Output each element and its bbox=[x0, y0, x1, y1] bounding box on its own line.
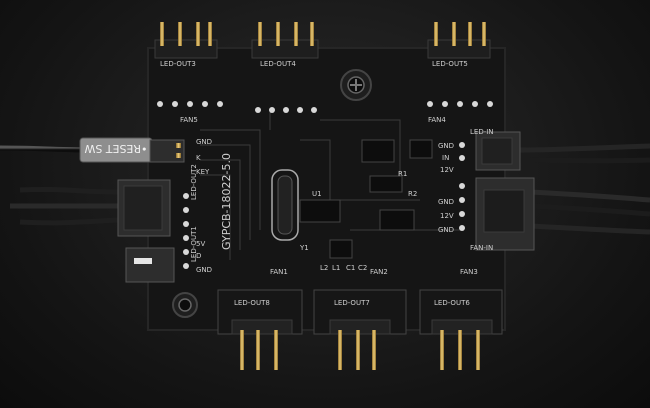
top-label-1: LED-OUT3 bbox=[160, 60, 196, 68]
left-label-7: D bbox=[196, 252, 201, 260]
bottom-led-label-3: LED-OUT6 bbox=[434, 299, 470, 307]
left-label-2: K bbox=[196, 154, 201, 162]
component-label-4: Y1 bbox=[299, 244, 309, 252]
board-model-label: GYPCB-18022-5.0 bbox=[220, 153, 233, 250]
left-solder-pads bbox=[183, 193, 189, 269]
bottom-fan-label-3: FAN3 bbox=[460, 268, 478, 276]
top-fan-label-1: FAN5 bbox=[180, 116, 198, 124]
bottom-fan-label-1: FAN1 bbox=[270, 268, 288, 276]
top-label-3: LED-OUT5 bbox=[432, 60, 468, 68]
left-connector-upper bbox=[117, 179, 171, 237]
silkscreen-labels: GYPCB-18022-5.0 LED-OUT3 LED-OUT4 LED-OU… bbox=[160, 60, 494, 307]
left-label-5: LED-OUT1 bbox=[190, 226, 198, 262]
pcb-board bbox=[147, 47, 506, 331]
component-label-7: L1 bbox=[332, 264, 340, 272]
right-label-6: FAN-IN bbox=[470, 244, 493, 252]
component-label-1: R1 bbox=[398, 170, 407, 178]
central-components bbox=[271, 139, 433, 259]
component-label-6: C2 bbox=[358, 264, 367, 272]
right-label-5: GND bbox=[438, 198, 454, 206]
mounting-holes bbox=[172, 69, 372, 318]
bottom-led-label-1: LED-OUT8 bbox=[234, 299, 270, 307]
top-label-2: LED-OUT4 bbox=[260, 60, 296, 68]
top-fan-label-2: FAN4 bbox=[428, 116, 446, 124]
component-label-8: L2 bbox=[320, 264, 328, 272]
component-label-5: C1 bbox=[346, 264, 355, 272]
right-label-2: GND bbox=[438, 142, 454, 150]
left-label-3: KEY bbox=[196, 168, 210, 176]
right-connector-led-in bbox=[475, 131, 521, 171]
right-label-4: 12V bbox=[440, 166, 454, 174]
top-solder-pads bbox=[157, 101, 493, 113]
component-label-3: U1 bbox=[312, 190, 322, 198]
bottom-fan-label-2: FAN2 bbox=[370, 268, 388, 276]
bottom-led-label-2: LED-OUT7 bbox=[334, 299, 370, 307]
right-label-1: LED-IN bbox=[470, 128, 494, 136]
left-label-4: LED-OUT2 bbox=[190, 164, 198, 200]
reset-switch-cable: •RESET SW bbox=[79, 137, 185, 163]
right-connector-fan-in bbox=[475, 177, 535, 251]
reset-sw-label: •RESET SW bbox=[84, 142, 147, 155]
right-label-8: GND bbox=[438, 226, 454, 234]
right-label-7: 12V bbox=[440, 212, 454, 220]
right-solder-pads bbox=[459, 142, 465, 231]
pin-header-led-out3 bbox=[154, 22, 218, 59]
bottom-connectors bbox=[217, 289, 503, 370]
left-label-8: GND bbox=[196, 266, 212, 274]
right-cables bbox=[517, 143, 650, 235]
pin-header-led-out5 bbox=[427, 22, 491, 59]
left-connector-lower bbox=[125, 247, 175, 283]
pin-header-led-out4 bbox=[251, 22, 319, 59]
left-label-1: GND bbox=[196, 138, 212, 146]
right-label-3: IN bbox=[442, 154, 449, 162]
component-label-2: R2 bbox=[408, 190, 417, 198]
left-label-6: 5V bbox=[196, 240, 205, 248]
top-pin-headers bbox=[154, 22, 491, 59]
